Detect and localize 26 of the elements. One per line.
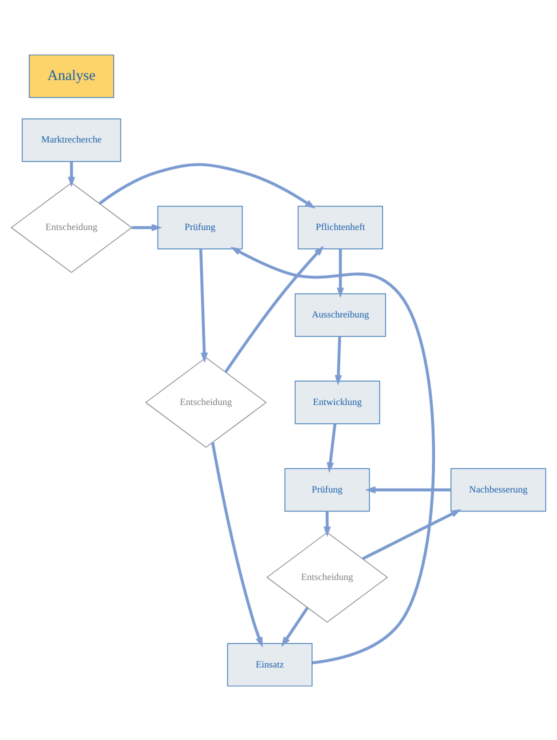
node-box: Prüfung bbox=[284, 468, 370, 512]
node-box: Nachbesserung bbox=[450, 468, 546, 512]
arrow bbox=[365, 486, 451, 493]
arrow bbox=[324, 510, 331, 536]
arrow bbox=[132, 223, 162, 231]
arrow bbox=[334, 336, 342, 385]
node-box: Prüfung bbox=[157, 205, 243, 249]
node-box: Analyse bbox=[28, 54, 114, 98]
arrow bbox=[336, 248, 344, 298]
node-box: Entwicklung bbox=[294, 380, 380, 424]
node-box: Marktrecherche bbox=[22, 118, 122, 162]
arrow bbox=[199, 248, 208, 362]
arrow bbox=[98, 162, 316, 208]
arrow bbox=[281, 606, 309, 647]
arrow bbox=[362, 508, 462, 560]
node-box: Einsatz bbox=[227, 642, 312, 686]
arrow bbox=[230, 246, 436, 664]
node-box: Pflichtenheft bbox=[298, 205, 383, 249]
arrow bbox=[211, 442, 263, 647]
node-diamond: Entscheidung bbox=[266, 532, 388, 622]
node-box: Ausschreibung bbox=[294, 292, 386, 336]
node-diamond: Entscheidung bbox=[10, 182, 132, 272]
arrow bbox=[224, 245, 324, 373]
arrow bbox=[68, 161, 76, 187]
node-diamond: Entscheidung bbox=[145, 356, 267, 448]
arrow bbox=[326, 423, 336, 472]
